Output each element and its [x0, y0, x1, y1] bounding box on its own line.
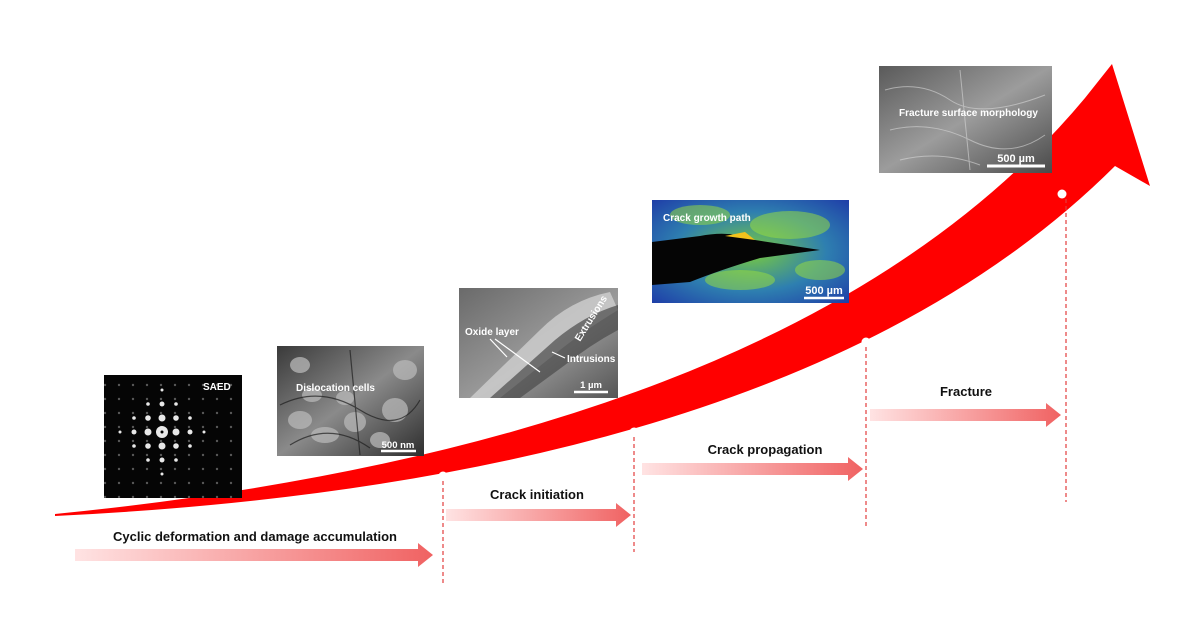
dislocation-cells-label: Dislocation cells [296, 383, 375, 394]
stage-label-cyclic-deformation: Cyclic deformation and damage accumulati… [113, 529, 397, 544]
stage-node-crack-initiation [438, 471, 448, 481]
crack-path-scale-label: 500 µm [805, 285, 843, 297]
stage-node-crack-propagation [629, 427, 639, 437]
fracture-scale-label: 500 µm [997, 153, 1035, 165]
dislocation-cells-micrograph: Dislocation cells 500 nm [277, 346, 424, 456]
stage-arrow-fracture [870, 403, 1061, 427]
stage-label-crack-propagation: Crack propagation [708, 442, 823, 457]
fracture-surface-micrograph: Fracture surface morphology 500 µm [879, 66, 1052, 173]
stage-arrow-crack-propagation [642, 457, 863, 481]
extrusion-micrograph: Oxide layer Extrusions Intrusions 1 µm [459, 288, 618, 398]
crack-growth-path-micrograph: Crack growth path 500 µm [652, 200, 849, 303]
stage-arrows [75, 403, 1061, 567]
stage-arrow-crack-initiation [446, 503, 631, 527]
crack-growth-path-label: Crack growth path [663, 213, 751, 224]
annotation-arrows [489, 338, 566, 373]
dislocation-scale-label: 500 nm [382, 440, 415, 451]
guide-lines [442, 199, 1067, 585]
fracture-surface-label: Fracture surface morphology [899, 108, 1038, 119]
oxide-layer-label: Oxide layer [465, 327, 519, 338]
damage-growth-curve [55, 64, 1150, 516]
extrusion-scale-label: 1 µm [580, 380, 602, 391]
stage-node-failure [1057, 189, 1067, 199]
stage-node-fracture [861, 337, 871, 347]
stage-label-fracture: Fracture [940, 384, 992, 399]
saed-label: SAED [203, 382, 231, 393]
stage-arrow-cyclic-deformation [75, 543, 433, 567]
diffraction-spots [118, 388, 206, 476]
stage-label-crack-initiation: Crack initiation [490, 487, 584, 502]
saed-micrograph: SAED [104, 375, 242, 498]
crack-path [652, 233, 820, 285]
intrusions-label: Intrusions [567, 354, 616, 365]
